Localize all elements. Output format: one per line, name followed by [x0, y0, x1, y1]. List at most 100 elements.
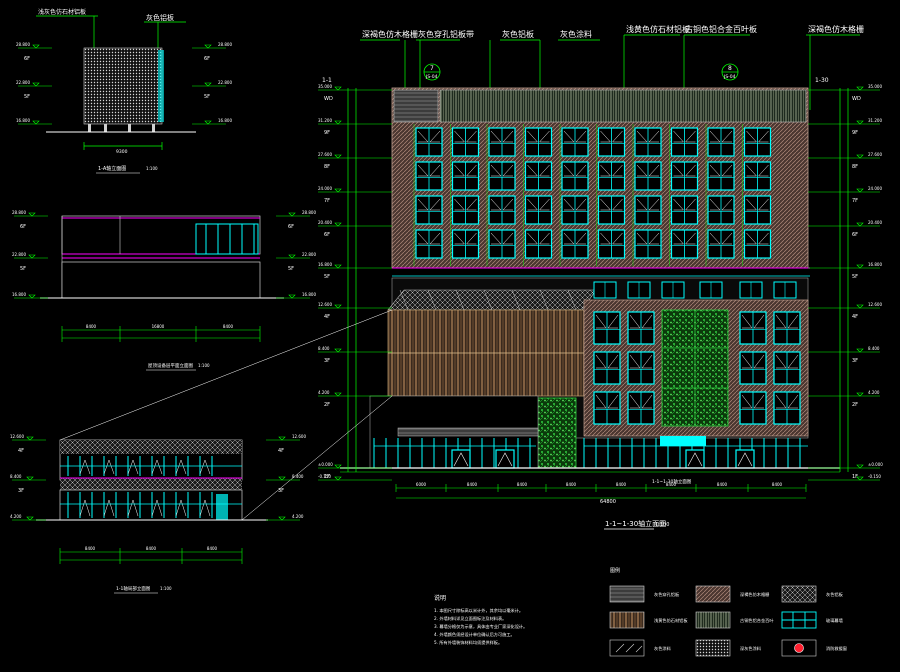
level-name: 6F: [24, 56, 30, 62]
level-name: 3F: [324, 358, 330, 364]
level-name: 3F: [18, 488, 24, 494]
elevation-caption: 1-1轴局部立面图: [116, 585, 151, 592]
legend-swatch-louver: [695, 611, 731, 629]
level-symbol: [204, 44, 212, 49]
level-name: 6F: [288, 224, 294, 230]
podium-window-grid: [593, 281, 801, 425]
level-elevation: 20.400: [318, 220, 332, 225]
level-symbol: [334, 154, 342, 159]
level-name: 4F: [324, 314, 330, 320]
dimension: 8400: [207, 546, 218, 551]
legend-label: 深褐色仿木格栅: [740, 591, 769, 598]
ground-canopy: [397, 427, 539, 437]
level-name: 9F: [852, 130, 858, 136]
roof-box-facade: [83, 47, 163, 125]
note-line: 5. 所有外墙装饰材料均须提供样板。: [434, 639, 502, 646]
level-name: 7F: [324, 198, 330, 204]
callout-label: 深褐色仿木格栅: [808, 24, 864, 34]
level-name: 3F: [852, 358, 858, 364]
level-symbol: [32, 44, 40, 49]
legend-label: 深灰色涂料: [740, 645, 762, 652]
level-elevation: 16.800: [16, 118, 30, 123]
level-elevation: 16.800: [302, 292, 316, 297]
bottom-dimensions: 8400 8400 8400: [59, 546, 243, 564]
legend-swatch-paint: [609, 639, 645, 657]
level-symbol: [856, 476, 864, 481]
callout-label: 灰色铝板: [146, 13, 174, 22]
glazing-grid: [60, 456, 242, 518]
axis-label-left: 1-1: [322, 77, 332, 84]
bubble-sheet: JS-04: [723, 74, 736, 80]
bubble-number: 8: [728, 65, 732, 72]
level-elevation: 27.600: [318, 152, 332, 157]
level-symbol: [278, 476, 286, 481]
level-name: 8F: [324, 164, 330, 170]
level-symbol: [32, 82, 40, 87]
callout-label: 灰色涂料: [560, 29, 592, 39]
level-elevation: 31.200: [868, 118, 882, 123]
level-symbol: [856, 154, 864, 159]
dimension: 8400: [467, 482, 478, 487]
level-elevation: 12.600: [868, 302, 882, 307]
level-symbol: [856, 222, 864, 227]
level-elevation: 35.000: [868, 84, 882, 89]
dimension: 8400: [85, 546, 96, 551]
note-line: 3. 幕墙分格仅为示意，具体由专业厂家深化设计。: [434, 623, 527, 630]
level-name: 3F: [278, 488, 284, 494]
level-name: 4F: [852, 314, 858, 320]
level-symbol: [26, 476, 34, 481]
level-elevation: 22.800: [12, 252, 26, 257]
canopy-soffit: [387, 289, 597, 311]
callout-label: 灰色铝板: [502, 29, 534, 39]
bubble-sheet: JS-04: [425, 74, 438, 80]
legend-label: 古铜色铝合金百叶: [740, 617, 774, 624]
level-symbol: [26, 516, 34, 521]
callout-label: 浅黄色仿石材铝板: [626, 24, 690, 34]
dimension: 8400: [772, 482, 783, 487]
legend-swatch-curtain-wall: [781, 611, 817, 629]
level-elevation: 35.000: [318, 84, 332, 89]
level-symbol: [334, 304, 342, 309]
dimension: 6000: [416, 482, 427, 487]
level-name: 7F: [852, 198, 858, 204]
level-symbol: [856, 264, 864, 269]
elevation-note: 1-1~1-30轴立面图: [652, 478, 692, 485]
dimension: 8400: [146, 546, 157, 551]
dimension: 8400: [616, 482, 627, 487]
dimension: 8400: [666, 482, 677, 487]
note-line: 1. 本图尺寸除标高以米计外，其余均以毫米计。: [434, 607, 523, 614]
level-elevation: 8.400: [318, 346, 330, 351]
elevation-scale: 1:100: [160, 586, 172, 591]
level-symbol: [28, 294, 36, 299]
level-symbol: [856, 348, 864, 353]
dimension: 9300: [116, 149, 128, 155]
level-name: 1F: [324, 474, 330, 480]
level-name: 5F: [852, 274, 858, 280]
level-symbol: [856, 392, 864, 397]
dimension: 8400: [717, 482, 728, 487]
level-name: 6F: [204, 56, 210, 62]
level-elevation: 16.800: [318, 262, 332, 267]
level-symbol: [278, 436, 286, 441]
legend-heading: 图例: [610, 567, 620, 574]
dimension: 8400: [566, 482, 577, 487]
legend-swatch-perforated: [609, 585, 645, 603]
level-symbol: [856, 304, 864, 309]
dimension: 16800: [152, 324, 165, 329]
legend-label: 灰色涂料: [654, 645, 672, 652]
level-symbol: [28, 254, 36, 259]
main-elevation-scale: 1:100: [655, 522, 669, 528]
level-name: 5F: [204, 94, 210, 100]
level-elevation: 20.400: [868, 220, 882, 225]
level-elevation: 28.800: [16, 42, 30, 47]
level-symbol: [334, 348, 342, 353]
level-symbol: [334, 476, 342, 481]
level-symbol: [288, 212, 296, 217]
level-elevation: 16.800: [218, 118, 232, 123]
callout-label: 浅灰色仿石材铝板: [38, 8, 86, 16]
